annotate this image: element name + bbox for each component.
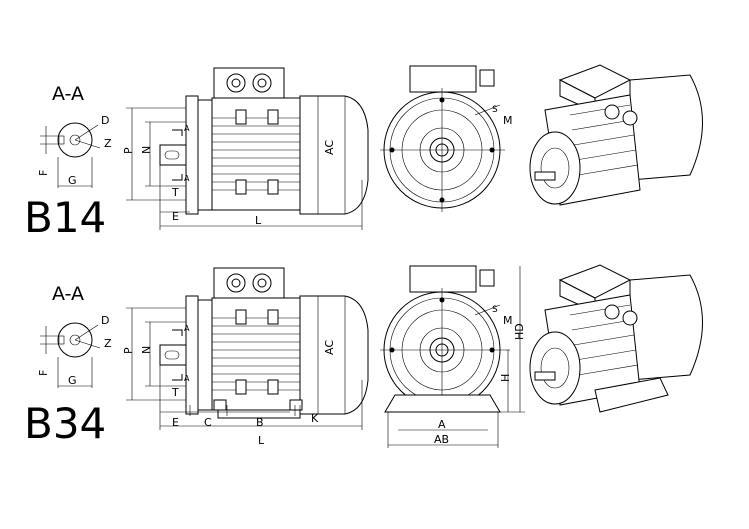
motor-side-view xyxy=(159,267,369,415)
label-d: D xyxy=(101,314,109,327)
label-z: Z xyxy=(104,337,112,350)
label-t: T xyxy=(171,386,179,399)
section-title: A-A xyxy=(52,283,84,305)
mounting-type-label: B34 xyxy=(24,399,106,448)
label-s: S xyxy=(492,305,498,315)
label-a-top: A xyxy=(184,124,190,133)
label-l: L xyxy=(258,434,265,447)
label-d: D xyxy=(101,114,109,127)
label-m: M xyxy=(503,114,513,127)
label-ac: AC xyxy=(323,340,336,355)
label-h: H xyxy=(499,374,512,382)
label-k: K xyxy=(311,412,319,425)
label-s: S xyxy=(492,105,498,115)
label-n: N xyxy=(140,346,153,354)
label-z: Z xyxy=(104,137,112,150)
label-hd: HD xyxy=(513,323,526,340)
row-b34: A-A D Z F G B34 P N A A T E C B K L AC S… xyxy=(24,264,703,448)
label-p: P xyxy=(122,147,135,154)
motor-front-view xyxy=(379,65,506,213)
mounting-type-label: B14 xyxy=(24,193,106,242)
row-b14: A-A D Z F G B14 P N A A T E L AC S M xyxy=(24,64,703,242)
label-l: L xyxy=(255,214,262,227)
label-a-bottom: A xyxy=(184,374,190,383)
label-e: E xyxy=(172,210,179,223)
label-f: F xyxy=(37,370,50,376)
label-e: E xyxy=(172,416,179,429)
label-a-bottom: A xyxy=(184,174,190,183)
label-ab: AB xyxy=(434,433,449,446)
label-f: F xyxy=(37,170,50,176)
label-a-top: A xyxy=(184,324,190,333)
label-m: M xyxy=(503,314,513,327)
label-g: G xyxy=(68,174,77,187)
label-t: T xyxy=(171,186,179,199)
label-ac: AC xyxy=(323,140,336,155)
label-p: P xyxy=(122,347,135,354)
motor-front-view xyxy=(379,265,506,413)
label-g: G xyxy=(68,374,77,387)
motor-side-view xyxy=(159,67,369,215)
section-title: A-A xyxy=(52,83,84,105)
label-n: N xyxy=(140,146,153,154)
motor-isometric-view xyxy=(529,264,703,406)
label-c: C xyxy=(204,416,212,429)
label-b: B xyxy=(256,416,264,429)
label-a: A xyxy=(438,418,446,431)
motor-isometric-view xyxy=(529,64,703,206)
